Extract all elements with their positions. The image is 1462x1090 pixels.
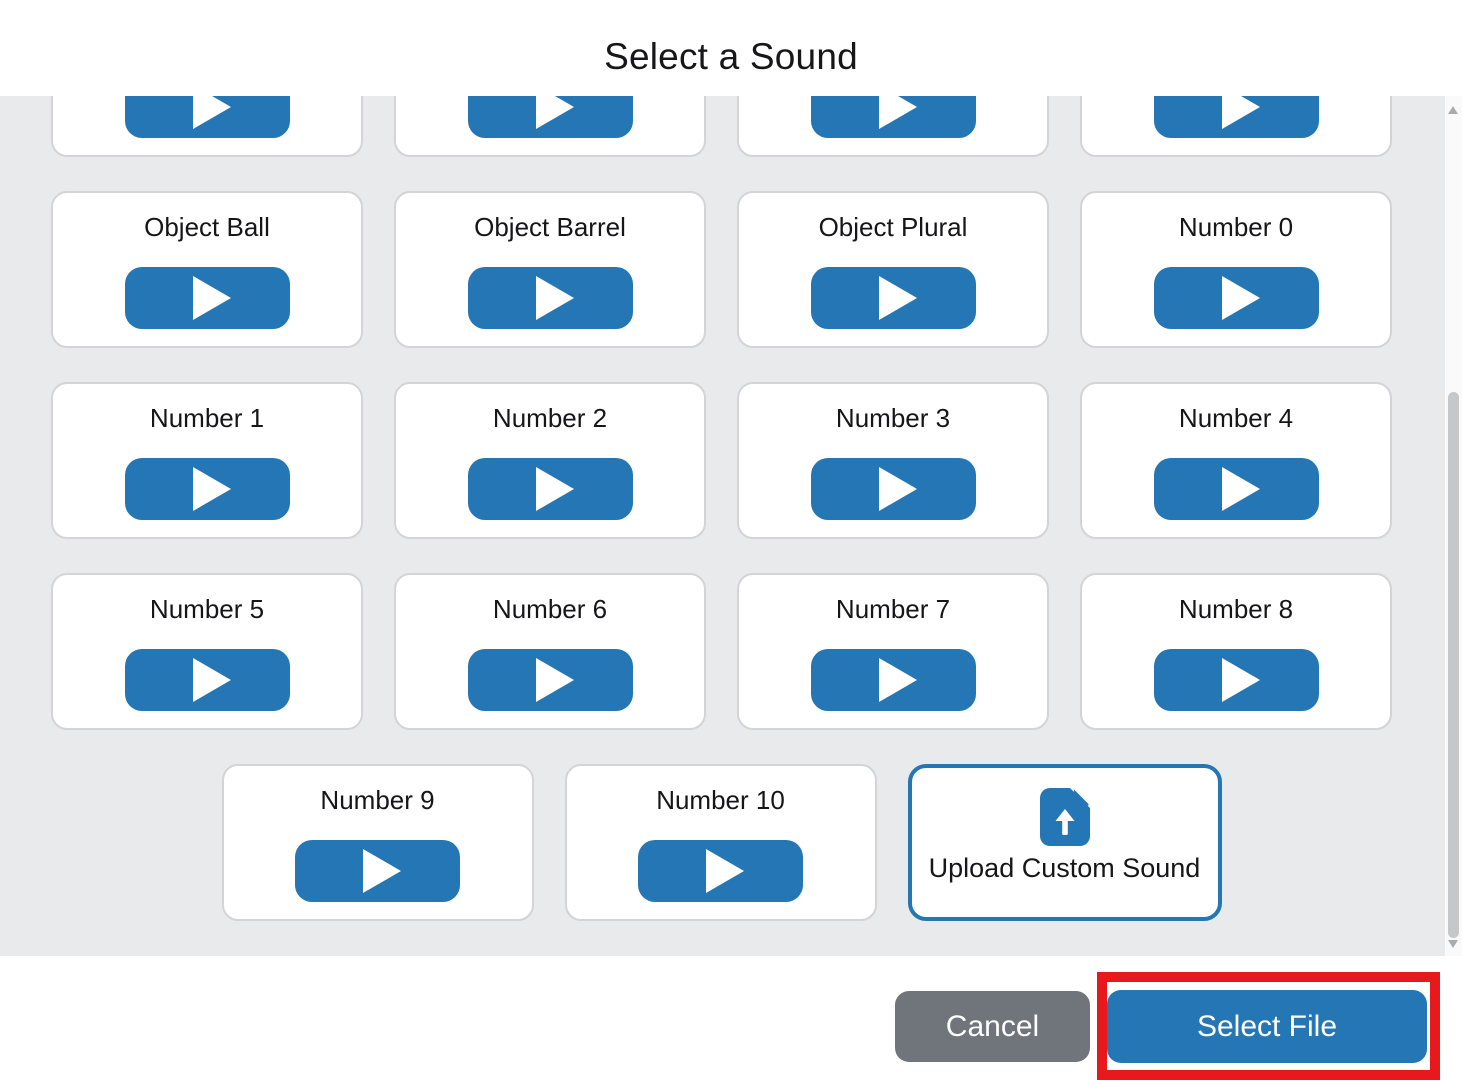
play-sound-button[interactable] <box>810 267 976 329</box>
sound-card-label: Object Barrel <box>474 212 626 242</box>
sound-card: Object Ball <box>51 191 363 348</box>
play-icon <box>1221 658 1260 702</box>
scrollbar-thumb[interactable] <box>1448 392 1459 938</box>
sound-grid: Object Ball Object Barrel Object Plural … <box>51 96 1392 921</box>
play-icon <box>878 658 917 702</box>
sound-card-label: Number 5 <box>149 594 265 624</box>
sound-card: Number 0 <box>1080 191 1392 348</box>
play-sound-button[interactable] <box>467 267 633 329</box>
play-sound-button[interactable] <box>810 458 976 520</box>
cancel-button[interactable]: Cancel <box>895 991 1090 1062</box>
play-icon <box>192 467 231 511</box>
play-icon <box>1221 467 1260 511</box>
play-sound-button[interactable] <box>467 458 633 520</box>
select-file-button[interactable]: Select File <box>1107 990 1427 1063</box>
play-icon <box>535 96 574 129</box>
play-sound-button[interactable] <box>810 96 976 138</box>
play-icon <box>192 276 231 320</box>
play-sound-button[interactable] <box>124 267 290 329</box>
sound-card: Number 6 <box>394 573 706 730</box>
sound-row: Number 5 Number 6 Number 7 Number 8 <box>51 573 1392 730</box>
upload-custom-sound-card[interactable]: Upload Custom Sound <box>907 764 1222 921</box>
sound-card-label: Number 0 <box>1178 212 1294 242</box>
sound-card: Number 1 <box>51 382 363 539</box>
sound-list-scroll-area: Object Ball Object Barrel Object Plural … <box>0 96 1462 956</box>
play-icon <box>363 849 401 893</box>
play-sound-button[interactable] <box>1153 458 1319 520</box>
sound-card-label: Number 6 <box>492 594 608 624</box>
play-icon <box>1221 276 1260 320</box>
dialog-title: Select a Sound <box>604 36 858 77</box>
play-sound-button[interactable] <box>124 649 290 711</box>
sound-card: Object Barrel <box>394 191 706 348</box>
sound-card: Number 3 <box>737 382 1049 539</box>
play-sound-button[interactable] <box>1153 649 1319 711</box>
sound-card <box>394 96 706 157</box>
play-sound-button[interactable] <box>638 840 803 902</box>
play-icon <box>535 658 574 702</box>
play-icon <box>878 467 917 511</box>
sound-card <box>51 96 363 157</box>
sound-row: Number 1 Number 2 Number 3 Number 4 <box>51 382 1392 539</box>
sound-card-label: Number 8 <box>1178 594 1294 624</box>
play-sound-button[interactable] <box>467 649 633 711</box>
dialog-header: Select a Sound <box>0 0 1462 96</box>
sound-card: Number 2 <box>394 382 706 539</box>
play-sound-button[interactable] <box>1153 267 1319 329</box>
play-icon <box>706 849 744 893</box>
sound-card-label: Number 2 <box>492 403 608 433</box>
sound-card: Number 10 <box>564 764 877 921</box>
play-sound-button[interactable] <box>810 649 976 711</box>
sound-card: Number 5 <box>51 573 363 730</box>
play-sound-button[interactable] <box>295 840 460 902</box>
play-icon <box>1221 96 1260 129</box>
sound-card: Number 7 <box>737 573 1049 730</box>
scrollbar[interactable] <box>1445 96 1462 958</box>
sound-card-label: Number 3 <box>835 403 951 433</box>
sound-card-label: Number 1 <box>149 403 265 433</box>
play-icon <box>192 658 231 702</box>
play-sound-button[interactable] <box>1153 96 1319 138</box>
scrollbar-down-arrow-icon[interactable] <box>1448 940 1458 948</box>
sound-card-label: Object Ball <box>144 212 270 242</box>
scrollbar-up-arrow-icon[interactable] <box>1448 106 1458 114</box>
sound-card: Number 4 <box>1080 382 1392 539</box>
play-icon <box>535 467 574 511</box>
sound-card: Number 9 <box>221 764 534 921</box>
sound-row: Number 9 Number 10 Upload Custom Sound <box>51 764 1392 921</box>
upload-card-label: Upload Custom Sound <box>928 853 1201 883</box>
sound-card <box>1080 96 1392 157</box>
sound-row: Object Ball Object Barrel Object Plural … <box>51 191 1392 348</box>
play-sound-button[interactable] <box>124 96 290 138</box>
sound-card-label: Number 7 <box>835 594 951 624</box>
play-icon <box>192 96 231 129</box>
sound-card-label: Object Plural <box>818 212 968 242</box>
sound-card-label: Number 10 <box>656 785 785 815</box>
play-sound-button[interactable] <box>124 458 290 520</box>
sound-row <box>51 96 1392 157</box>
play-sound-button[interactable] <box>467 96 633 138</box>
file-upload-icon <box>1039 788 1090 846</box>
play-icon <box>535 276 574 320</box>
sound-card-label: Number 4 <box>1178 403 1294 433</box>
sound-card <box>737 96 1049 157</box>
sound-card: Object Plural <box>737 191 1049 348</box>
sound-card-label: Number 9 <box>320 785 435 815</box>
sound-card: Number 8 <box>1080 573 1392 730</box>
play-icon <box>878 276 917 320</box>
play-icon <box>878 96 917 129</box>
